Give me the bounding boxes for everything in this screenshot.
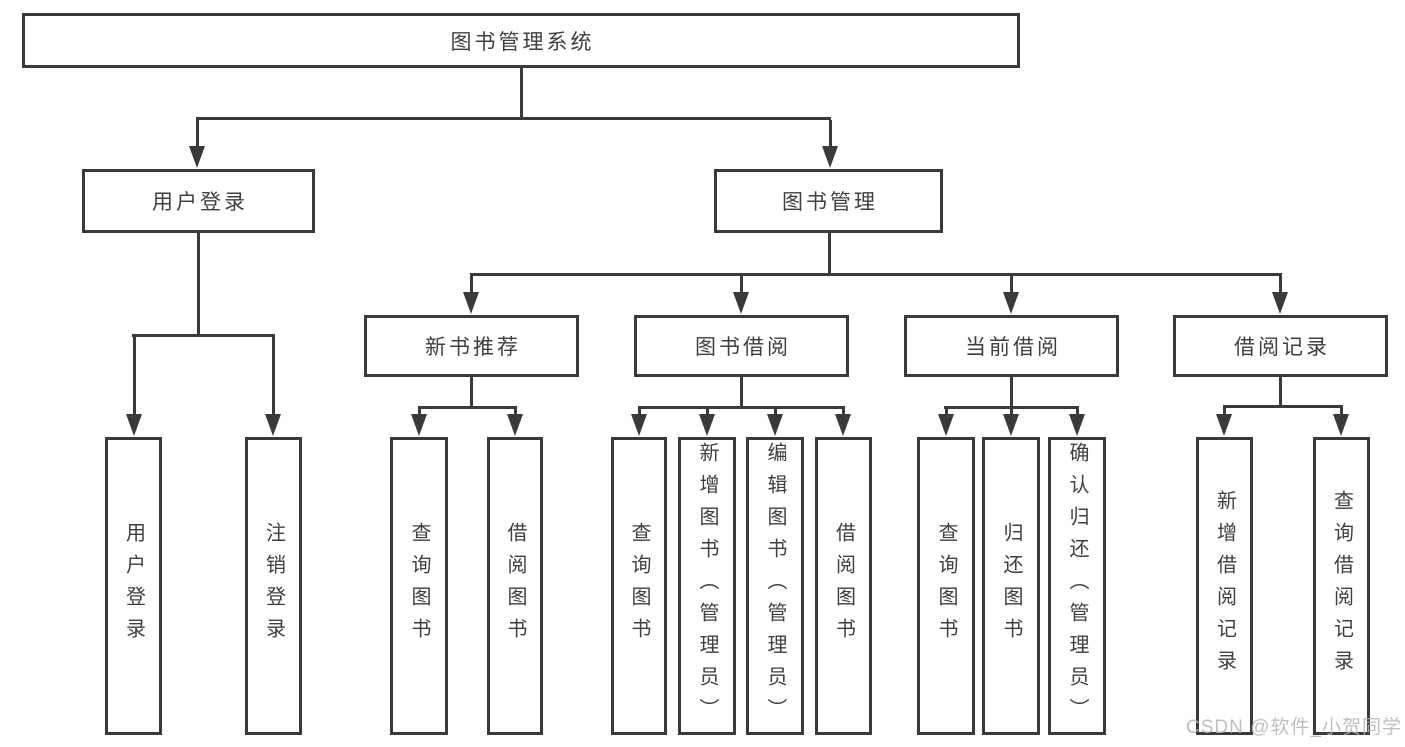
node-book-borrow: 图书借阅 — [634, 315, 849, 377]
connector-stem — [773, 409, 777, 418]
connector-vline — [739, 377, 743, 409]
arrow-down-icon — [733, 292, 749, 314]
connector-vline — [1009, 377, 1013, 409]
connector-stem — [828, 120, 832, 150]
arrow-down-icon — [631, 414, 647, 436]
arrow-down-icon — [1003, 292, 1019, 314]
connector-stem — [132, 337, 136, 418]
arrow-down-icon — [835, 414, 851, 436]
connector-stem — [637, 409, 641, 418]
arrow-down-icon — [463, 292, 479, 314]
connector-stem — [739, 276, 743, 296]
connector-stem — [705, 409, 709, 418]
connector-stem — [417, 409, 421, 418]
arrow-down-icon — [1272, 292, 1288, 314]
connector-stem — [513, 409, 517, 418]
connector-vline — [469, 377, 473, 409]
connector-stem — [1075, 409, 1079, 418]
leaf-confirm-return-admin: 确认归还（管理员） — [1048, 437, 1106, 735]
arrow-down-icon — [767, 414, 783, 436]
connector-stem — [841, 409, 845, 418]
arrow-down-icon — [699, 414, 715, 436]
connector-stem — [271, 337, 275, 418]
connector-stem — [944, 409, 948, 418]
connector-stem — [469, 276, 473, 296]
node-book-management: 图书管理 — [714, 169, 943, 233]
connector-hline — [132, 334, 275, 337]
arrow-down-icon — [126, 414, 142, 436]
arrow-down-icon — [411, 414, 427, 436]
connector-stem — [1278, 276, 1282, 296]
arrow-down-icon — [1333, 414, 1349, 436]
connector-stem — [1339, 408, 1343, 418]
connector-hline — [638, 406, 845, 409]
connector-stem — [1009, 409, 1013, 418]
arrow-down-icon — [189, 146, 205, 168]
leaf-user-login: 用户登录 — [105, 437, 162, 735]
arrow-down-icon — [822, 146, 838, 168]
leaf-add-books-admin: 新增图书（管理员） — [678, 437, 736, 735]
leaf-borrow-books-borrow: 借阅图书 — [815, 437, 872, 735]
arrow-down-icon — [1003, 414, 1019, 436]
connector-hline — [418, 406, 517, 409]
connector-hline — [196, 117, 831, 120]
node-library-management-system: 图书管理系统 — [22, 13, 1020, 68]
leaf-borrow-books-recommend: 借阅图书 — [487, 437, 543, 735]
leaf-query-books-borrow: 查询图书 — [611, 437, 667, 735]
leaf-edit-books-admin: 编辑图书（管理员） — [746, 437, 804, 735]
leaf-logout-login: 注销登录 — [245, 437, 302, 735]
connector-hline — [1223, 405, 1343, 408]
node-new-book-recommend: 新书推荐 — [364, 315, 579, 377]
node-current-borrow: 当前借阅 — [904, 315, 1119, 377]
arrow-down-icon — [1069, 414, 1085, 436]
connector-hline — [470, 273, 1282, 276]
connector-stem — [1009, 276, 1013, 296]
leaf-query-books-recommend: 查询图书 — [390, 437, 448, 735]
connector-vline — [519, 68, 523, 120]
arrow-down-icon — [507, 414, 523, 436]
arrow-down-icon — [1216, 414, 1232, 436]
node-user-login-module: 用户登录 — [82, 169, 315, 233]
connector-vline — [827, 233, 831, 276]
connector-stem — [1222, 408, 1226, 418]
watermark: CSDN @软件_小贺同学 — [1186, 717, 1402, 738]
connector-hline — [944, 406, 1079, 409]
leaf-return-books: 归还图书 — [982, 437, 1040, 735]
leaf-query-books-current: 查询图书 — [917, 437, 975, 735]
connector-vline — [1278, 377, 1282, 408]
connector-stem — [195, 120, 199, 150]
connector-vline — [196, 233, 200, 337]
leaf-add-borrow-record: 新增借阅记录 — [1196, 437, 1253, 735]
node-borrow-record: 借阅记录 — [1173, 315, 1388, 377]
arrow-down-icon — [265, 414, 281, 436]
leaf-query-borrow-record: 查询借阅记录 — [1313, 437, 1370, 735]
arrow-down-icon — [938, 414, 954, 436]
